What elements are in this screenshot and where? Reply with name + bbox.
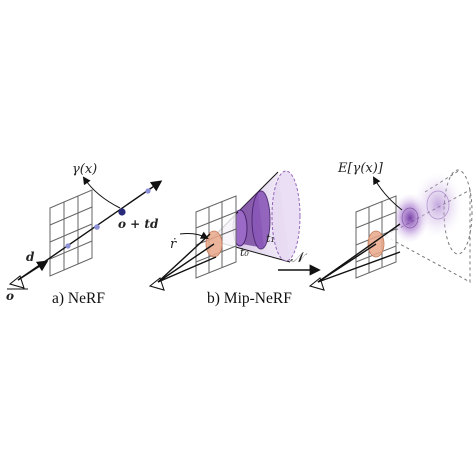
sample-point (94, 224, 100, 230)
sample-point (65, 243, 71, 249)
label-point: o + td (118, 217, 159, 231)
direction-arrow (17, 260, 49, 281)
panel-mipnerf-gaussians: E[γ(x)] (308, 161, 473, 291)
label-origin: o (6, 289, 14, 303)
image-plane-grid (49, 189, 93, 277)
camera-icon (148, 277, 165, 291)
caption-nerf: a) NeRF (52, 290, 105, 307)
query-point (118, 208, 126, 216)
label-gaussian-op: 𝒩 (290, 250, 308, 266)
encoding-arrow (373, 176, 403, 211)
encoding-arrow (82, 176, 121, 209)
label-expected-encoding: E[γ(x)] (337, 161, 384, 176)
panel-nerf: γ(x) o + td d o a) NeRF (6, 162, 163, 307)
label-gamma-x: γ(x) (72, 162, 97, 177)
label-radius: ṙ (170, 237, 177, 252)
camera-icon (308, 277, 325, 291)
label-t0: t₀ (240, 246, 249, 259)
radius-arrow (179, 231, 209, 239)
label-direction: d (26, 250, 35, 264)
caption-mipnerf: b) Mip-NeRF (207, 290, 292, 307)
gaussian-blob (414, 173, 462, 237)
camera-icon (7, 275, 28, 290)
panel-mipnerf-cone: ṙ t₀ t₁ 𝒩 b) Mip-NeRF (148, 170, 321, 307)
label-t1: t₁ (266, 232, 275, 245)
sample-point (145, 188, 151, 194)
